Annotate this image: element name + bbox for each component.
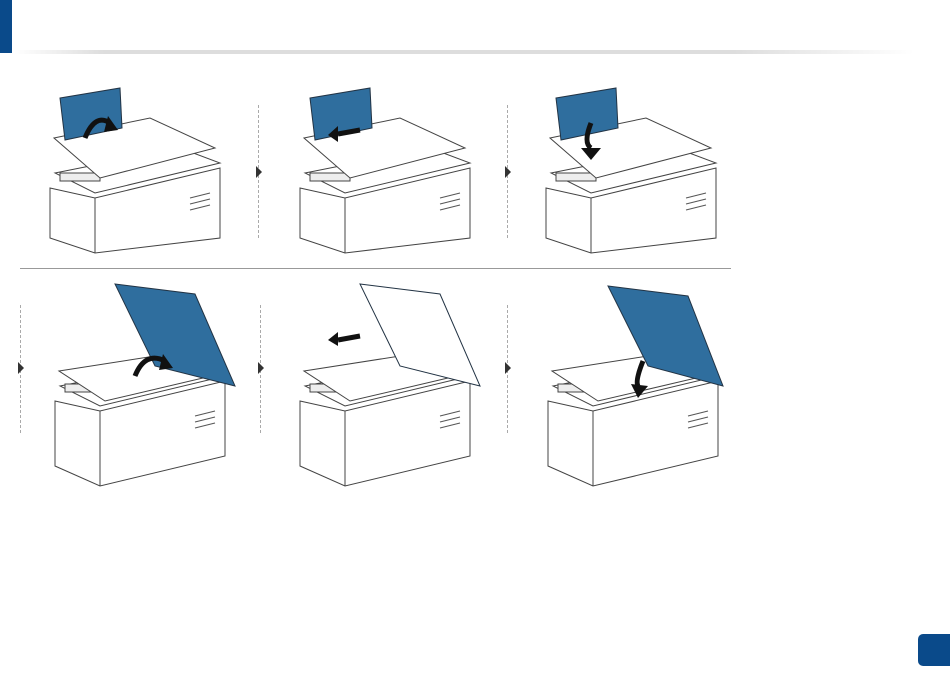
page-number-badge bbox=[918, 634, 950, 666]
remove-paper-from-lid-illustration bbox=[299, 283, 481, 487]
row-divider bbox=[20, 268, 731, 269]
remove-jammed-paper-illustration bbox=[299, 87, 472, 254]
step-arrow-icon bbox=[505, 166, 511, 178]
step-illustration-2 bbox=[290, 78, 490, 313]
step-arrow-icon bbox=[505, 362, 511, 374]
step-arrow-icon bbox=[18, 362, 24, 374]
header-divider bbox=[14, 50, 914, 54]
close-adf-cover-illustration bbox=[545, 87, 718, 254]
step-arrow-icon bbox=[258, 362, 264, 374]
open-adf-cover-illustration bbox=[49, 87, 222, 254]
step-illustration-1 bbox=[40, 78, 240, 313]
close-scanner-lid-illustration bbox=[547, 285, 724, 487]
step-illustration-4 bbox=[45, 276, 245, 511]
step-illustration-3 bbox=[536, 78, 736, 313]
header-accent-bar bbox=[0, 0, 12, 53]
step-arrow-icon bbox=[256, 166, 262, 178]
open-scanner-lid-illustration bbox=[54, 283, 236, 487]
step-illustration-5 bbox=[290, 276, 490, 511]
step-illustration-6 bbox=[538, 276, 738, 511]
